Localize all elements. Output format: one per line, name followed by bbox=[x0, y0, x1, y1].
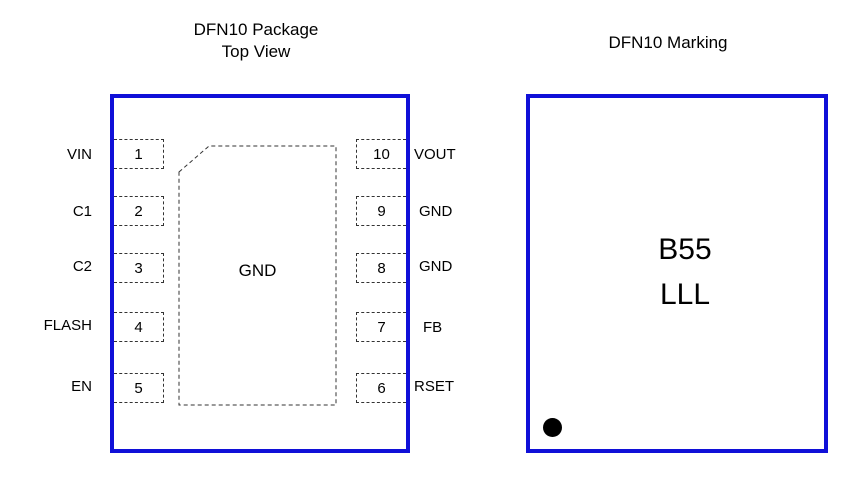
pin-number-4: 4 bbox=[134, 318, 143, 336]
pad-pin-3: 3 bbox=[114, 253, 164, 283]
pin1-indicator-dot bbox=[543, 418, 562, 437]
pin-name-6: RSET bbox=[414, 378, 455, 395]
pin-number-5: 5 bbox=[134, 379, 143, 397]
pin-name-3: C2 bbox=[72, 258, 92, 275]
pad-pin-8: 8 bbox=[356, 253, 406, 283]
pin-name-1: VIN bbox=[66, 146, 92, 163]
pin-number-7: 7 bbox=[377, 318, 386, 336]
top-view-title: DFN10 Package Top View bbox=[156, 19, 356, 63]
marking-title: DFN10 Marking bbox=[608, 33, 728, 52]
pin-name-4: FLASH bbox=[43, 317, 92, 334]
marking-line-2: LLL bbox=[659, 278, 711, 311]
pad-pin-7: 7 bbox=[356, 312, 406, 342]
pad-pin-10: 10 bbox=[356, 139, 406, 169]
pin-number-1: 1 bbox=[134, 145, 143, 163]
top-view-title-line2: Top View bbox=[221, 42, 291, 61]
pin-name-10: VOUT bbox=[414, 146, 456, 163]
pin-name-2: C1 bbox=[72, 203, 92, 220]
pin-number-2: 2 bbox=[134, 202, 143, 220]
pin-number-6: 6 bbox=[377, 379, 386, 397]
marking-line-1: B55 bbox=[658, 233, 712, 266]
pin-name-9: GND bbox=[419, 203, 453, 220]
top-view-title-line1: DFN10 Package bbox=[193, 20, 319, 39]
pin-number-9: 9 bbox=[377, 202, 386, 220]
pin-number-8: 8 bbox=[377, 259, 386, 277]
pad-pin-6: 6 bbox=[356, 373, 406, 403]
exposed-pad-outline bbox=[178, 145, 337, 406]
package-outline-marking bbox=[526, 94, 828, 453]
pad-pin-1: 1 bbox=[114, 139, 164, 169]
pin-name-5: EN bbox=[71, 378, 92, 395]
pin-number-10: 10 bbox=[373, 145, 390, 163]
pad-pin-5: 5 bbox=[114, 373, 164, 403]
exposed-pad-label: GND bbox=[238, 261, 277, 280]
pad-pin-2: 2 bbox=[114, 196, 164, 226]
pin-number-3: 3 bbox=[134, 259, 143, 277]
pin-name-7: FB bbox=[423, 319, 443, 336]
package-outline-top-view bbox=[110, 94, 410, 453]
pad-pin-9: 9 bbox=[356, 196, 406, 226]
pad-pin-4: 4 bbox=[114, 312, 164, 342]
pin-name-8: GND bbox=[419, 258, 453, 275]
